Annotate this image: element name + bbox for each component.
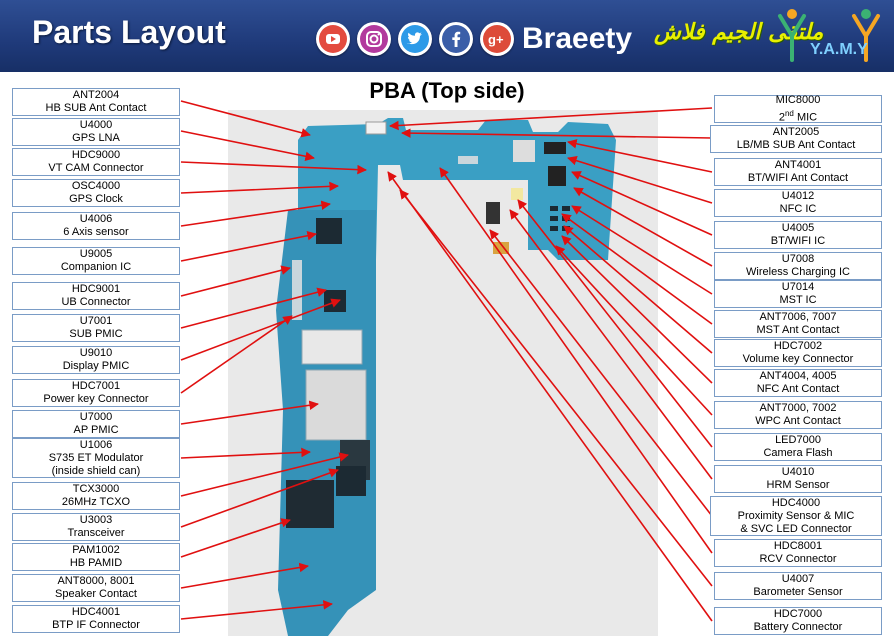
facebook-icon[interactable] xyxy=(439,22,473,56)
youtube-icon[interactable] xyxy=(316,22,350,56)
instagram-icon[interactable] xyxy=(357,22,391,56)
yamy-text: Y.A.M.Y xyxy=(810,41,868,58)
diagram-subtitle: PBA (Top side) xyxy=(369,78,525,103)
page-title: Parts Layout xyxy=(32,14,226,50)
pcb-board-image xyxy=(228,110,658,636)
brand-name: Braeety xyxy=(522,22,633,55)
yamy-logo: Y.A.M.Y xyxy=(778,9,880,62)
google-plus-icon[interactable]: g+ xyxy=(480,22,514,56)
svg-text:g+: g+ xyxy=(488,32,504,47)
header-bar: Parts Layout g+ Braeety ملتقى الجيم فلاش… xyxy=(0,0,894,72)
twitter-icon[interactable] xyxy=(398,22,432,56)
